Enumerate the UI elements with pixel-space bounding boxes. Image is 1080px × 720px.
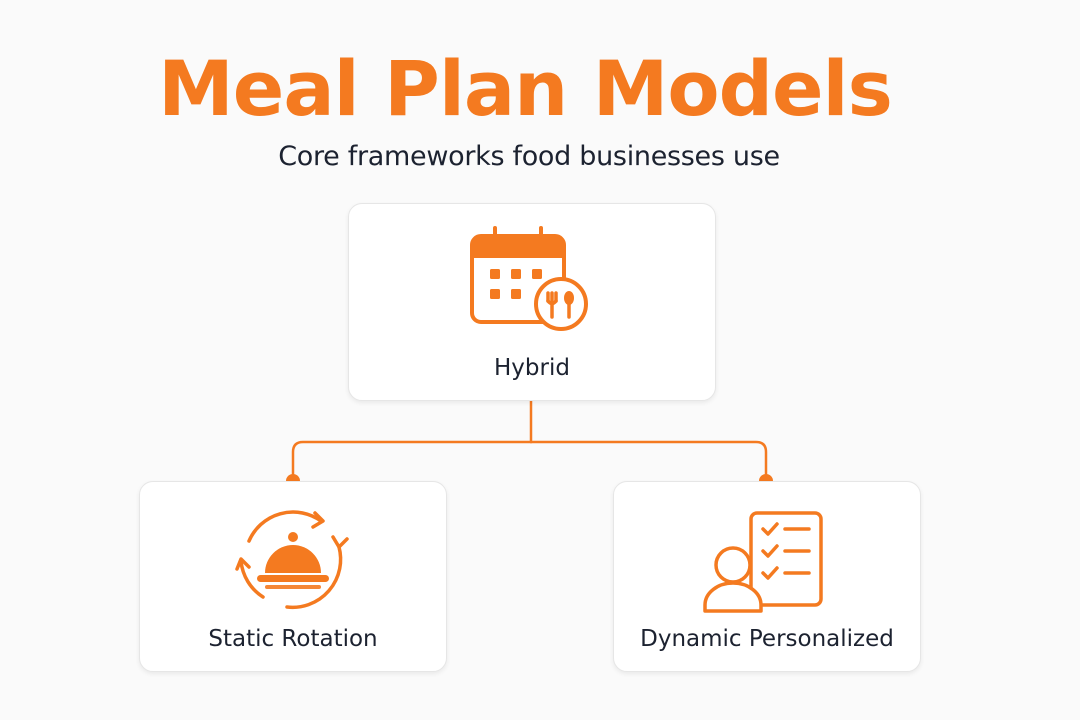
node-label-static-rotation: Static Rotation — [208, 626, 378, 652]
node-card-static-rotation: Static Rotation — [139, 481, 447, 672]
page-subtitle: Core frameworks food businesses use — [278, 141, 780, 172]
person-checklist-icon — [703, 511, 823, 613]
connector-branch-right — [529, 440, 768, 483]
node-card-dynamic-personalized: Dynamic Personalized — [613, 481, 921, 672]
node-label-dynamic-personalized: Dynamic Personalized — [640, 626, 894, 652]
node-label-hybrid: Hybrid — [494, 355, 570, 381]
page-title: Meal Plan Models — [158, 44, 893, 133]
cloche-rotation-icon — [235, 510, 349, 610]
connector-branch-left — [291, 440, 533, 483]
node-card-hybrid: Hybrid — [348, 203, 716, 401]
calendar-utensils-icon — [470, 226, 588, 331]
